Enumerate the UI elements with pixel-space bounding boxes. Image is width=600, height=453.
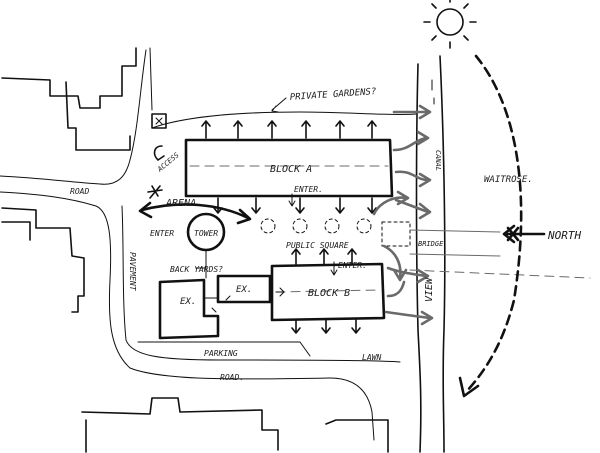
label-parking: PARKING xyxy=(204,349,238,358)
north-arrow-icon xyxy=(502,224,546,244)
road-network xyxy=(0,47,417,441)
tree-icon xyxy=(356,218,372,234)
block-a-outward-arrows xyxy=(201,120,377,214)
label-public-square: PUBLIC SQUARE xyxy=(286,241,349,250)
block-a xyxy=(184,120,394,214)
access-gate xyxy=(147,113,167,199)
label-canal: CANAL xyxy=(434,150,442,171)
label-bridge: BRIDGE. xyxy=(418,240,448,248)
sun-icon xyxy=(423,0,477,49)
canal xyxy=(415,55,446,453)
label-private-gardens: PRIVATE GARDENS? xyxy=(290,87,377,103)
label-view: VIEW xyxy=(424,277,435,302)
label-lawn: LAWN xyxy=(362,353,381,362)
label-ex1: EX. xyxy=(180,297,196,307)
label-enter-tower: ENTER xyxy=(150,229,174,238)
circulation-arrows xyxy=(138,104,434,326)
public-square-trees xyxy=(260,218,372,234)
label-enter-a: ENTER. xyxy=(294,185,323,194)
sun-path xyxy=(458,54,523,398)
tree-icon xyxy=(292,218,308,234)
label-north: NORTH xyxy=(547,229,581,242)
label-back-yards: BACK YARDS? xyxy=(170,265,223,274)
label-enter-b: ENTER. xyxy=(338,261,367,270)
block-b-outward-arrows xyxy=(291,248,361,334)
label-tower: TOWER xyxy=(194,229,218,238)
existing-buildings-left xyxy=(1,47,137,313)
bridge xyxy=(381,221,591,279)
label-block-a: BLOCK A xyxy=(270,164,312,175)
label-block-b: BLOCK B xyxy=(308,288,350,299)
label-waitrose: WAITROSE. xyxy=(484,175,533,185)
existing-buildings-bottom xyxy=(81,397,389,453)
label-arena: ARENA xyxy=(165,198,196,209)
label-access: ACCESS xyxy=(155,151,180,174)
block-b xyxy=(270,248,386,334)
label-road-bottom: ROAD. xyxy=(220,373,244,382)
tree-icon xyxy=(324,218,340,234)
tower xyxy=(186,212,226,279)
labels: PRIVATE GARDENS? BLOCK A ENTER. ACCESS R… xyxy=(70,87,581,382)
label-ex2: EX. xyxy=(236,285,252,295)
label-road-left: ROAD xyxy=(70,187,89,196)
label-pavement: PAVEMENT xyxy=(128,252,137,292)
tree-icon xyxy=(260,218,276,234)
existing-buildings-ex xyxy=(158,274,272,340)
